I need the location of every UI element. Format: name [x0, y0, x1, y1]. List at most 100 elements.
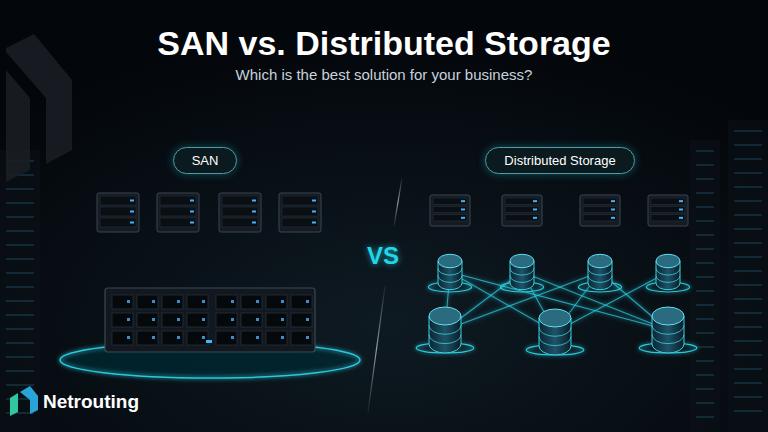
brand-name: Netrouting [43, 391, 139, 413]
cylinder-top [510, 254, 534, 267]
rack-led [6, 202, 34, 204]
storage-cylinder [526, 309, 584, 355]
rack-led [734, 298, 762, 300]
rack-led [734, 228, 762, 230]
rack-led [696, 248, 714, 250]
wire [117, 232, 119, 264]
server-led [130, 222, 134, 224]
drive-bay [112, 295, 133, 309]
server-led [611, 217, 615, 219]
rack-led [734, 368, 762, 370]
san-array [105, 288, 315, 352]
server-slot [651, 198, 685, 204]
rack-led [696, 346, 714, 348]
server-led [679, 217, 683, 219]
drive-bay [137, 313, 158, 327]
rack-body [690, 140, 720, 432]
server-slot [583, 215, 617, 221]
drive-led [202, 300, 205, 303]
server-led [130, 211, 134, 213]
drive-bay [112, 313, 133, 327]
server-slot [222, 218, 258, 227]
server-slot [222, 207, 258, 216]
server-led [312, 211, 316, 213]
server-led [461, 209, 465, 211]
server-icon [430, 195, 470, 226]
server-led [679, 209, 683, 211]
server-led [252, 200, 256, 202]
rack-led [734, 256, 762, 258]
rack-led [6, 244, 34, 246]
drive-bay [137, 331, 158, 345]
cylinder-band [510, 276, 534, 283]
server-slot [160, 218, 196, 227]
drive-led [127, 318, 130, 321]
rack-led [696, 374, 714, 376]
rack-led [696, 388, 714, 390]
drive-bay [137, 295, 158, 309]
wire [239, 232, 241, 264]
server-slot [433, 215, 467, 221]
background-rack [728, 120, 768, 432]
vs-label: VS [367, 242, 399, 270]
rack-led [6, 258, 34, 260]
server-led [679, 200, 683, 202]
server-icon [279, 193, 321, 232]
drive-led [281, 336, 284, 339]
server-slot [583, 198, 617, 204]
server-led [312, 200, 316, 202]
storage-cylinder [639, 307, 697, 353]
pill-text: Distributed Storage [504, 153, 615, 168]
server-led [190, 222, 194, 224]
drive-bay [241, 331, 262, 345]
drive-led [256, 318, 259, 321]
title: SAN vs. Distributed Storage [157, 24, 610, 63]
cylinder-band [438, 276, 462, 283]
server-slot [505, 215, 539, 221]
drive-bay [266, 295, 287, 309]
server-slot [651, 206, 685, 212]
drive-bay [187, 313, 208, 327]
wire [177, 232, 179, 264]
brand-icon-part [20, 386, 38, 414]
server-led [252, 211, 256, 213]
rack-led [696, 164, 714, 166]
server-slot [433, 206, 467, 212]
rack-led [734, 214, 762, 216]
rack-led [6, 300, 34, 302]
drive-led [177, 300, 180, 303]
server-body [430, 195, 470, 226]
rack-led [734, 396, 762, 398]
rack-led [696, 192, 714, 194]
rack-led [696, 304, 714, 306]
rack-led [6, 370, 34, 372]
rack-led [734, 200, 762, 202]
storage-cylinder [578, 254, 621, 292]
rack-led [6, 286, 34, 288]
server-icon [580, 195, 620, 226]
cylinder-band [539, 337, 571, 346]
cylinder-band [429, 325, 461, 334]
rack-body [728, 120, 768, 432]
rack-body [0, 150, 40, 432]
rack-led [734, 312, 762, 314]
rack-led [734, 130, 762, 132]
server-slot [505, 198, 539, 204]
drive-led [202, 318, 205, 321]
rack-led [734, 284, 762, 286]
server-led [533, 217, 537, 219]
cylinder-top [652, 307, 684, 325]
server-body [648, 195, 688, 226]
drive-bay [266, 313, 287, 327]
rack-led [696, 150, 714, 152]
rack-led [734, 340, 762, 342]
server-led [611, 209, 615, 211]
server-led [190, 211, 194, 213]
wire [299, 232, 301, 264]
drive-led [306, 300, 309, 303]
server-led [533, 200, 537, 202]
server-slot [222, 196, 258, 205]
drive-bay [162, 331, 183, 345]
server-slot [282, 218, 318, 227]
